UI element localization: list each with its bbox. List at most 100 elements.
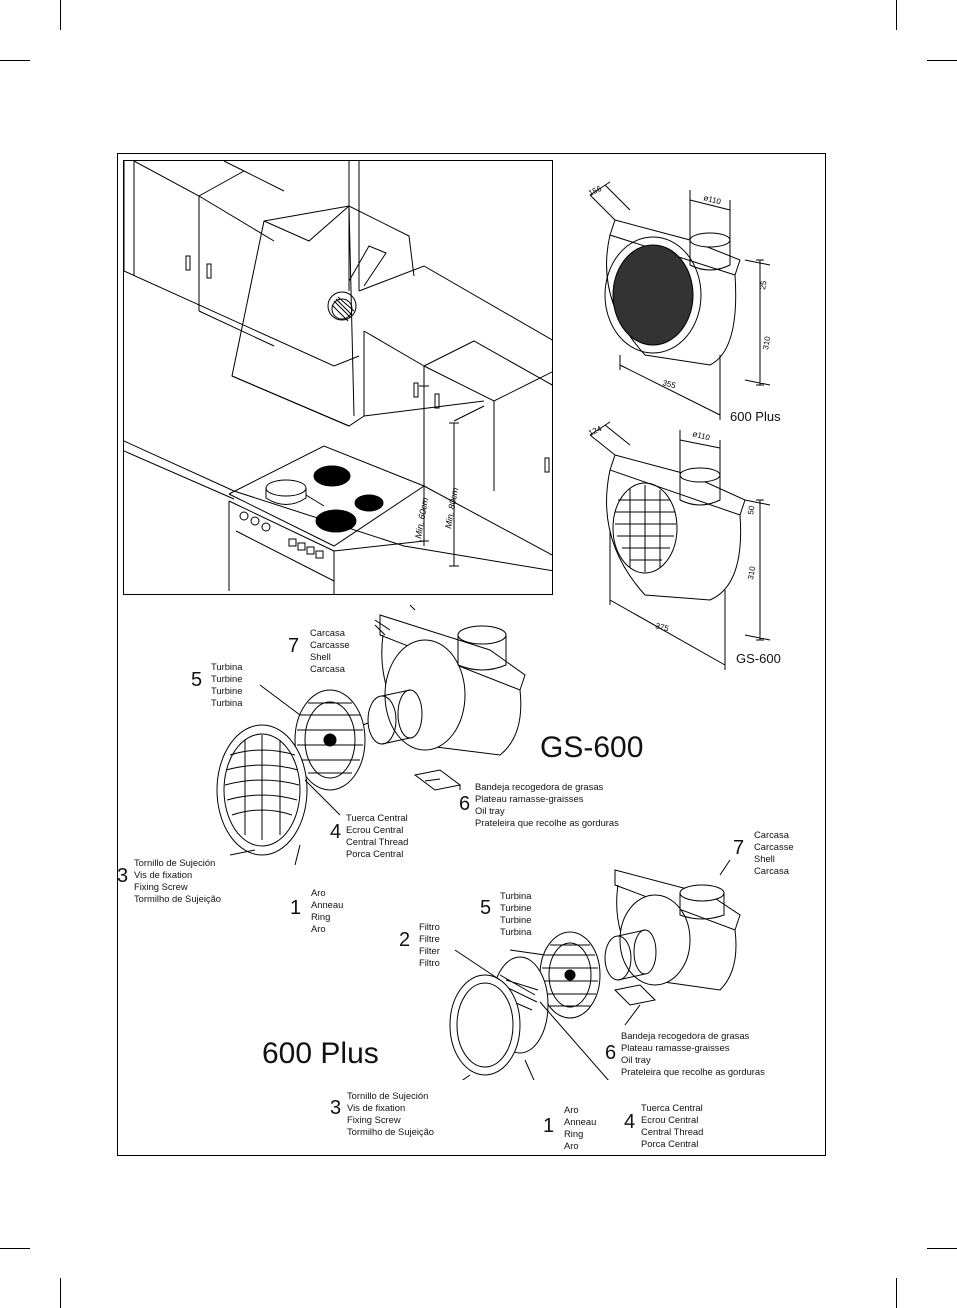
label-line: Porca Central [346, 848, 404, 859]
plus-carcasa-number: 7 [733, 837, 745, 859]
label-line: Plateau ramasse-graisses [621, 1042, 730, 1053]
plus-filtro-label: Filtro Filtre Filter Filtro [419, 921, 440, 969]
label-line: Carcasa [754, 829, 789, 840]
label-line: Vis de fixation [347, 1102, 406, 1113]
label-line: Carcasa [754, 865, 789, 876]
label-line: Turbine [500, 914, 532, 925]
label-line: Tuerca Central [641, 1102, 703, 1113]
crop-mark [60, 0, 61, 30]
label-line: Filtre [419, 933, 440, 944]
label-line: Aro [564, 1104, 579, 1115]
plus-bandeja-label: Bandeja recogedora de grasas Plateau ram… [621, 1030, 765, 1078]
label-line: Turbine [500, 902, 532, 913]
plus-aro-label: Aro Anneau Ring Aro [564, 1104, 596, 1152]
label-line: Bandeja recogedora de grasas [621, 1030, 750, 1041]
label-line: Filtro [419, 957, 440, 968]
plus-tuerca-number: 4 [624, 1111, 636, 1133]
label-line: Aro [311, 923, 326, 934]
plus-turbina-label: Turbina Turbine Turbine Turbina [500, 890, 531, 938]
label-line: Oil tray [475, 805, 505, 816]
min-80-label: Min. 80cm [443, 486, 460, 529]
plus-tornillo-number: 3 [330, 1097, 342, 1119]
crop-mark [896, 0, 897, 30]
crop-mark [896, 1278, 897, 1308]
label-line: Turbina [500, 890, 532, 901]
label-line: Filter [419, 945, 440, 956]
label-line: Carcasa [310, 663, 345, 674]
label-line: Aro [564, 1140, 579, 1151]
diagram-frame [117, 153, 826, 1156]
crop-mark [0, 1248, 30, 1249]
gs-turbina-label: Turbina Turbine Turbine Turbina [211, 661, 242, 709]
plus-carcasa-label: Carcasa Carcasse Shell Carcasa [754, 829, 794, 877]
plus-filtro-number: 2 [399, 929, 411, 951]
gs-height-label: 310 [746, 565, 757, 580]
label-line: Bandeja recogedora de grasas [475, 781, 604, 792]
gs-width-label: 375 [654, 621, 670, 633]
crop-mark [927, 60, 957, 61]
gs-carcasa-number: 7 [288, 635, 300, 657]
label-line: Turbine [211, 685, 243, 696]
crop-mark [0, 60, 30, 61]
plus600-exploded-view [449, 859, 741, 1080]
label-line: Ring [311, 911, 331, 922]
label-line: Anneau [311, 899, 344, 910]
label-line: Turbina [211, 697, 243, 708]
gs-bandeja-number: 6 [459, 793, 471, 815]
label-line: Tormilho de Sujeição [134, 893, 222, 904]
label-line: Filtro [419, 921, 440, 932]
gs600-exploded-view [216, 604, 526, 865]
plus-height-label: 310 [761, 335, 772, 350]
crop-mark [927, 1248, 957, 1249]
plus-top-label: 25 [758, 279, 769, 290]
label-line: Ring [564, 1128, 584, 1139]
label-line: Fixing Screw [347, 1114, 401, 1125]
label-line: Porca Central [641, 1138, 699, 1149]
label-line: Ecrou Central [641, 1114, 699, 1125]
crop-mark [60, 1278, 61, 1308]
gs600-dimension-drawing: 124 ø110 50 310 375 [587, 421, 771, 670]
label-line: Oil tray [621, 1054, 651, 1065]
label-line: Prateleira que recolhe as gorduras [475, 817, 619, 828]
label-line: Shell [310, 651, 331, 662]
label-line: Plateau ramasse-graisses [475, 793, 584, 804]
plus-diameter-label: ø110 [702, 193, 722, 206]
plus600-dims-caption: 600 Plus [730, 409, 781, 424]
label-line: Turbina [500, 926, 532, 937]
label-line: Carcasse [310, 639, 350, 650]
gs-depth-label: 124 [587, 424, 603, 438]
gs600-dims-caption: GS-600 [736, 651, 781, 666]
label-line: Central Thread [641, 1126, 704, 1137]
label-line: Carcasa [310, 627, 345, 638]
plus-width-label: 355 [661, 378, 677, 390]
gs-tornillo-number: 3 [117, 865, 129, 887]
gs-bandeja-label: Bandeja recogedora de grasas Plateau ram… [475, 781, 619, 829]
label-line: Turbine [211, 673, 243, 684]
plus-depth-label: 156 [587, 184, 603, 198]
label-line: Carcasse [754, 841, 794, 852]
plus600-title: 600 Plus [262, 1037, 379, 1070]
label-line: Tormilho de Sujeição [347, 1126, 435, 1137]
label-line: Central Thread [346, 836, 409, 847]
label-line: Prateleira que recolhe as gorduras [621, 1066, 765, 1077]
plus-bandeja-number: 6 [605, 1042, 617, 1064]
gs-tuerca-label: Tuerca Central Ecrou Central Central Thr… [346, 812, 408, 860]
gs-turbina-number: 5 [191, 669, 203, 691]
plus-aro-number: 1 [543, 1115, 555, 1137]
label-line: Aro [311, 887, 326, 898]
label-line: Fixing Screw [134, 881, 188, 892]
plus-tornillo-label: Tornillo de Sujeción Vis de fixation Fix… [347, 1090, 434, 1138]
plus-tuerca-label: Tuerca Central Ecrou Central Central Thr… [641, 1102, 703, 1150]
label-line: Turbina [211, 661, 243, 672]
gs-carcasa-label: Carcasa Carcasse Shell Carcasa [310, 627, 350, 675]
label-line: Vis de fixation [134, 869, 193, 880]
gs-diameter-label: ø110 [691, 429, 711, 442]
gs-tuerca-number: 4 [330, 821, 342, 843]
label-line: Ecrou Central [346, 824, 404, 835]
plus-turbina-number: 5 [480, 897, 492, 919]
label-line: Tornillo de Sujeción [134, 857, 216, 868]
plus600-dimension-drawing: 156 ø110 25 310 355 [587, 181, 772, 420]
kitchen-installation-scene: Min. 60cm Min. 80cm [123, 160, 553, 595]
gs600-title: GS-600 [540, 731, 644, 764]
gs-top-label: 50 [746, 504, 757, 515]
